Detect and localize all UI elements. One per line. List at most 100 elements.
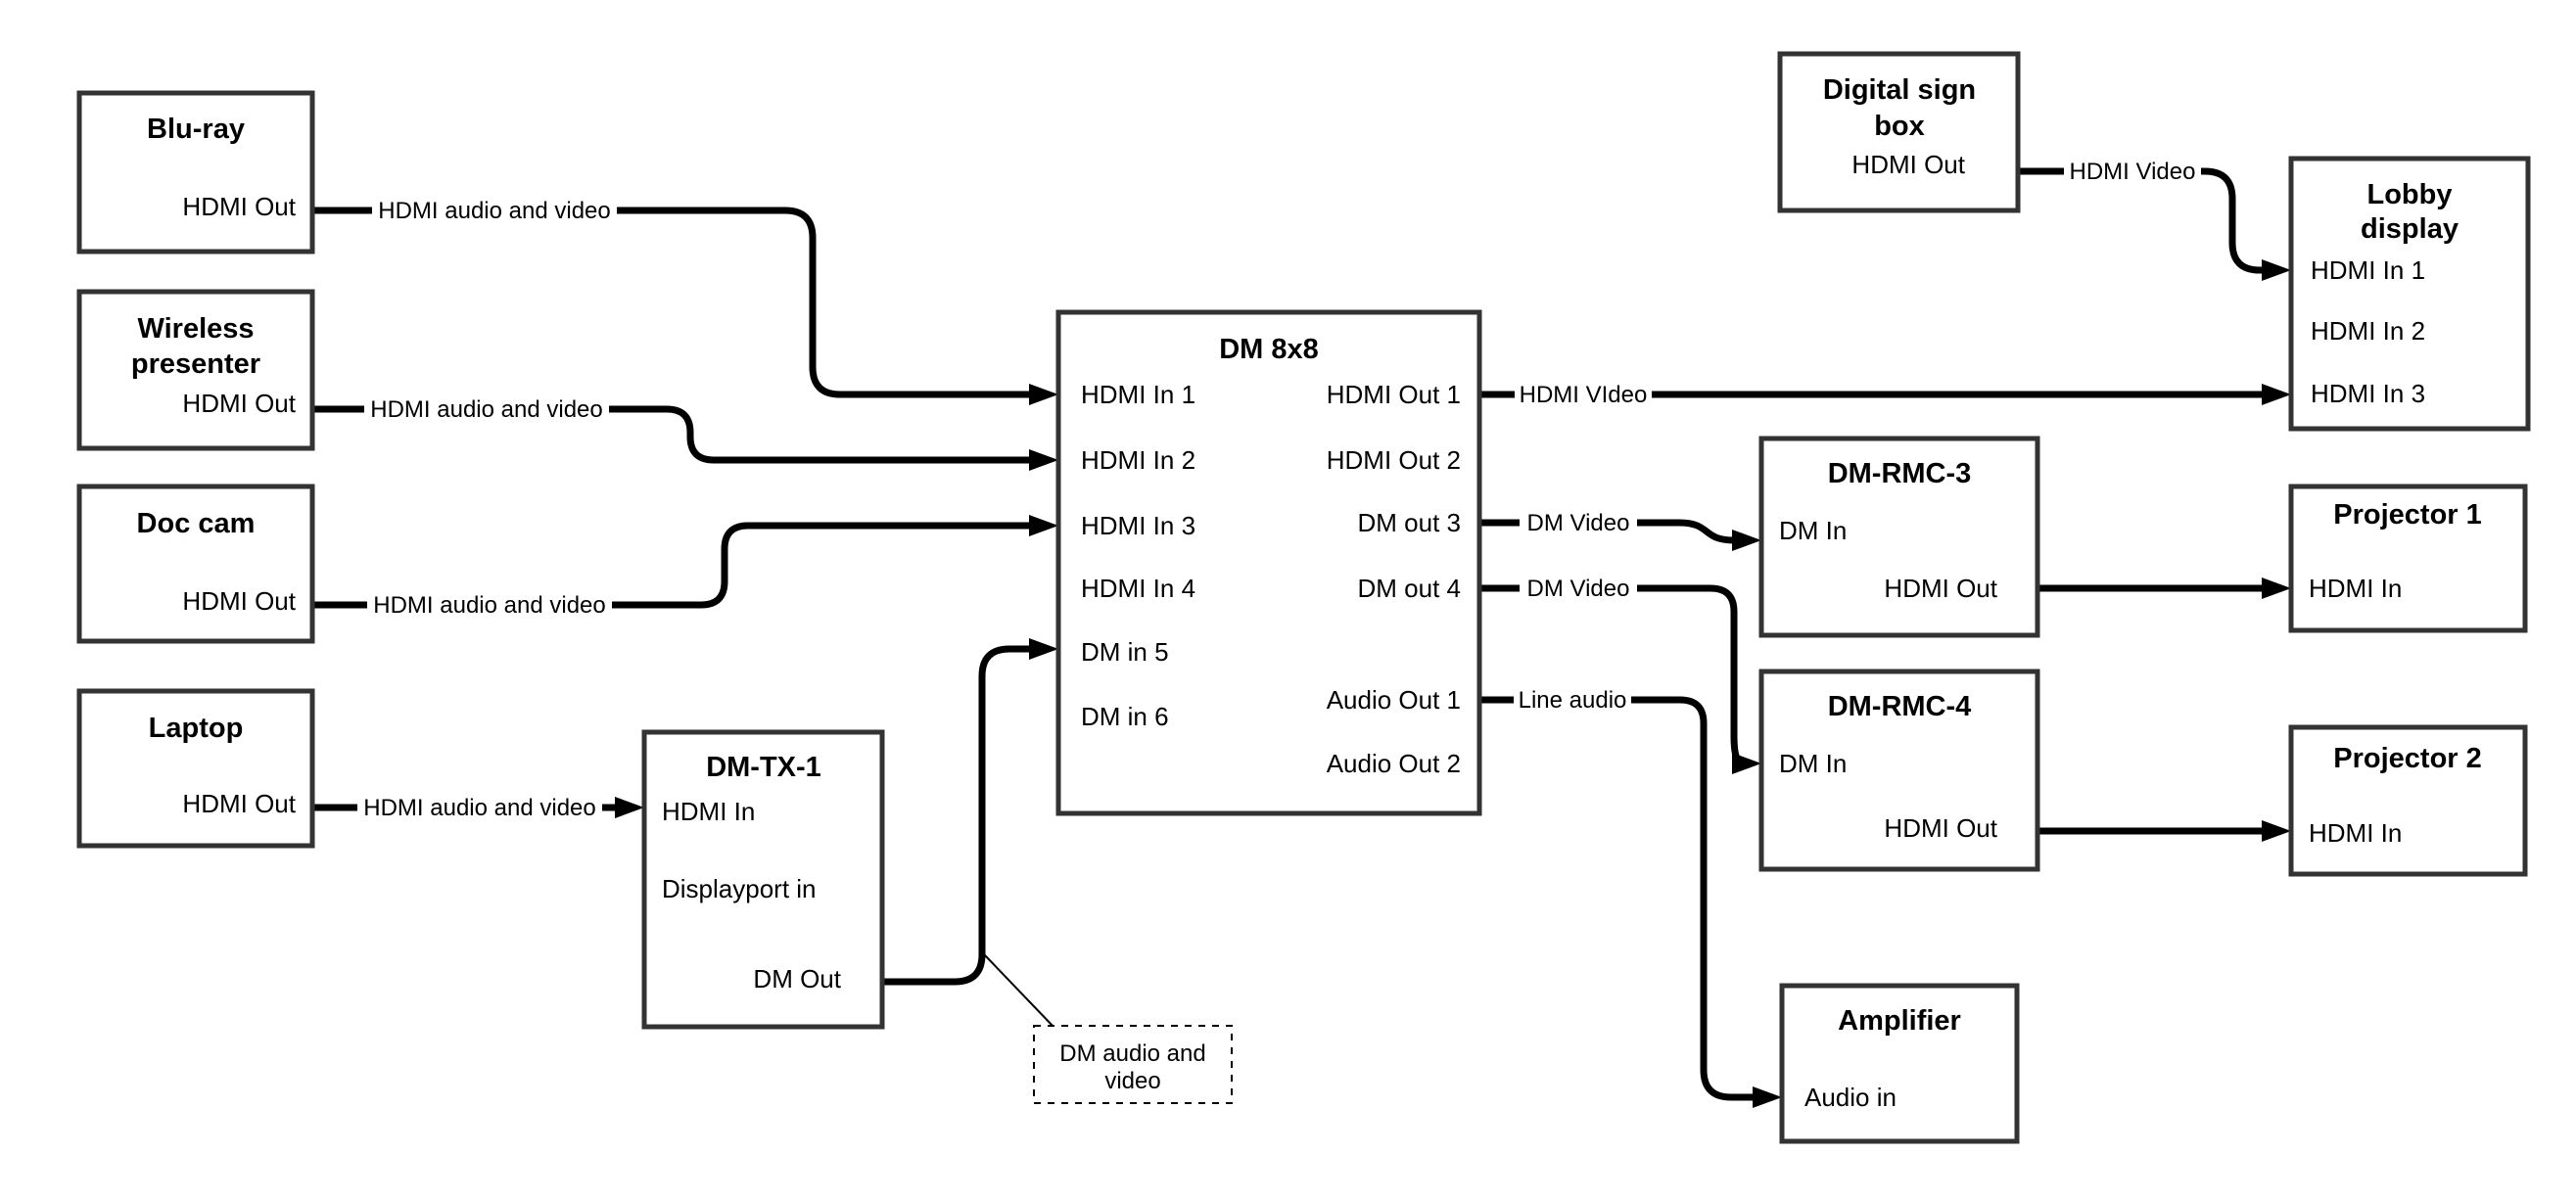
node-wireless-presenter-title-line1: Wireless	[137, 313, 254, 345]
node-dm-rmc-4-port-hdmi-out: HDMI Out	[1884, 813, 1997, 843]
cable-label-dm-out4: DM Video	[1527, 576, 1630, 602]
node-dm-tx-1-port-displayport-in: Displayport in	[662, 874, 817, 903]
node-dm-8x8-port-dm-out-3: DM out 3	[1358, 508, 1462, 537]
arrowhead-lobby-in3	[2262, 384, 2291, 405]
node-digital-sign-box-port-hdmi-out: HDMI Out	[1851, 150, 1965, 179]
node-amplifier: Amplifier Audio in	[1779, 983, 2020, 1144]
wire-wireless-to-dm8x8	[312, 405, 1031, 464]
node-digital-sign-box-box	[1777, 51, 2021, 213]
cable-label-line-audio: Line audio	[1519, 687, 1627, 714]
cable-label-bg	[1520, 572, 1637, 605]
node-lobby-display-port-hdmi-in-3: HDMI In 3	[2311, 379, 2425, 408]
note-leader-line	[984, 954, 1054, 1028]
arrowhead-dm8x8-in2	[1029, 449, 1058, 471]
node-dm-8x8-port-dm-in-6: DM in 6	[1081, 702, 1169, 731]
node-amplifier-port-audio-in: Audio in	[1804, 1083, 1897, 1112]
cable-label-bluray: HDMI audio and video	[378, 198, 610, 224]
node-dm-rmc-4-port-dm-in: DM In	[1779, 749, 1847, 778]
node-projector-2-port-hdmi-in: HDMI In	[2309, 818, 2402, 848]
cable-labels: HDMI audio and video HDMI audio and vide…	[357, 155, 2201, 824]
node-amplifier-box	[1779, 983, 2020, 1144]
node-dm-tx-1: DM-TX-1 HDMI In Displayport in DM Out	[641, 729, 885, 1030]
cable-label-bg	[357, 791, 602, 824]
node-lobby-display-title-line1: Lobby	[2367, 179, 2453, 210]
node-lobby-display-box	[2288, 156, 2531, 432]
node-doc-cam-port-hdmi-out: HDMI Out	[182, 586, 296, 616]
node-dm-rmc-4-box	[1758, 669, 2040, 872]
node-lobby-display: Lobby display HDMI In 1 HDMI In 2 HDMI I…	[2288, 156, 2531, 432]
node-bluray: Blu-ray HDMI Out	[76, 90, 315, 254]
cable-label-bg	[1515, 378, 1652, 411]
cable-label-dm-out3: DM Video	[1527, 510, 1630, 536]
node-projector-1-title: Projector 1	[2333, 499, 2482, 531]
cable-label-bg	[1514, 683, 1631, 716]
arrowhead-rmc3-dm-in	[1732, 530, 1761, 551]
cable-label-bg	[2064, 155, 2201, 188]
arrowhead-dmtx1-hdmi-in	[615, 797, 644, 818]
node-dm-8x8-port-dm-out-4: DM out 4	[1358, 574, 1462, 603]
wire-dm8x8-out3-to-rmc3	[1479, 519, 1735, 544]
cable-label-doccam: HDMI audio and video	[373, 592, 605, 619]
node-laptop-port-hdmi-out: HDMI Out	[182, 789, 296, 818]
cable-label-bg	[367, 588, 612, 622]
arrowhead-dm8x8-in5	[1029, 638, 1058, 660]
node-dm-8x8-port-hdmi-out-1: HDMI Out 1	[1327, 380, 1461, 409]
arrowhead-projector2-in	[2262, 820, 2291, 842]
arrowhead-projector1-in	[2262, 577, 2291, 599]
node-dm-tx-1-port-dm-out: DM Out	[753, 964, 841, 993]
node-amplifier-title: Amplifier	[1838, 1005, 1961, 1037]
arrowhead-rmc4-dm-in	[1732, 753, 1761, 774]
node-doc-cam-title: Doc cam	[137, 508, 256, 539]
node-dm-rmc-3-title: DM-RMC-3	[1828, 458, 1972, 489]
node-dm-rmc-3-box	[1758, 436, 2040, 638]
node-laptop-title: Laptop	[149, 713, 244, 744]
node-dm-8x8-port-dm-in-5: DM in 5	[1081, 637, 1169, 667]
node-dm-rmc-3-port-hdmi-out: HDMI Out	[1884, 574, 1997, 603]
note-text-line1: DM audio and	[1059, 1040, 1205, 1067]
arrowhead-dm8x8-in3	[1029, 515, 1058, 536]
node-wireless-presenter-box	[76, 289, 315, 451]
cable-label-wireless: HDMI audio and video	[370, 396, 602, 423]
node-dm-tx-1-box	[641, 729, 885, 1030]
arrowhead-amp-audio-in	[1753, 1086, 1782, 1108]
node-bluray-box	[76, 90, 315, 254]
node-projector-1-port-hdmi-in: HDMI In	[2309, 574, 2402, 603]
node-projector-1: Projector 1 HDMI In	[2288, 484, 2528, 633]
wire-doccam-to-dm8x8	[312, 522, 1031, 609]
node-lobby-display-port-hdmi-in-2: HDMI In 2	[2311, 316, 2425, 346]
cable-label-bg	[364, 393, 609, 426]
note-text-line2: video	[1104, 1068, 1160, 1094]
node-projector-2-title: Projector 2	[2333, 743, 2482, 774]
node-dm-tx-1-port-hdmi-in: HDMI In	[662, 797, 755, 826]
node-dm-8x8-port-hdmi-in-1: HDMI In 1	[1081, 380, 1195, 409]
node-dm-8x8-port-audio-out-2: Audio Out 2	[1327, 749, 1461, 778]
node-dm-rmc-3-port-dm-in: DM In	[1779, 516, 1847, 545]
node-digital-sign-box: Digital sign box HDMI Out	[1777, 51, 2021, 213]
node-doc-cam: Doc cam HDMI Out	[76, 484, 315, 644]
node-dm-tx-1-title: DM-TX-1	[706, 752, 821, 783]
node-dm-8x8-port-hdmi-in-2: HDMI In 2	[1081, 445, 1195, 475]
wire-bluray-to-dm8x8	[312, 207, 1031, 398]
node-dm-8x8-port-hdmi-in-3: HDMI In 3	[1081, 511, 1195, 540]
node-projector-2: Projector 2 HDMI In	[2288, 724, 2528, 877]
cable-label-bg	[1520, 506, 1637, 539]
node-dm-8x8: DM 8x8 HDMI In 1 HDMI In 2 HDMI In 3 HDM…	[1055, 309, 1482, 816]
note-dm-audio-and-video: DM audio and video	[984, 954, 1233, 1104]
node-dm-8x8-box	[1055, 309, 1482, 816]
node-projector-1-box	[2288, 484, 2528, 633]
arrowhead-dm8x8-in1	[1029, 384, 1058, 405]
node-lobby-display-title-line2: display	[2361, 213, 2459, 245]
node-digital-sign-box-title-line2: box	[1874, 111, 1925, 142]
node-laptop: Laptop HDMI Out	[76, 688, 315, 849]
node-digital-sign-box-title-line1: Digital sign	[1823, 74, 1976, 106]
node-dm-rmc-4-title: DM-RMC-4	[1828, 691, 1972, 722]
node-dm-8x8-port-hdmi-out-2: HDMI Out 2	[1327, 445, 1461, 475]
wire-dmtx1-to-dm8x8	[882, 645, 1031, 986]
wire-dm8x8-audio1-to-amp	[1479, 696, 1755, 1101]
node-doc-cam-box	[76, 484, 315, 644]
node-dm-8x8-title: DM 8x8	[1219, 334, 1319, 365]
node-bluray-title: Blu-ray	[147, 114, 245, 145]
cable-label-laptop: HDMI audio and video	[363, 795, 595, 821]
node-wireless-presenter-port-hdmi-out: HDMI Out	[182, 389, 296, 418]
node-dm-rmc-3: DM-RMC-3 DM In HDMI Out	[1758, 436, 2040, 638]
